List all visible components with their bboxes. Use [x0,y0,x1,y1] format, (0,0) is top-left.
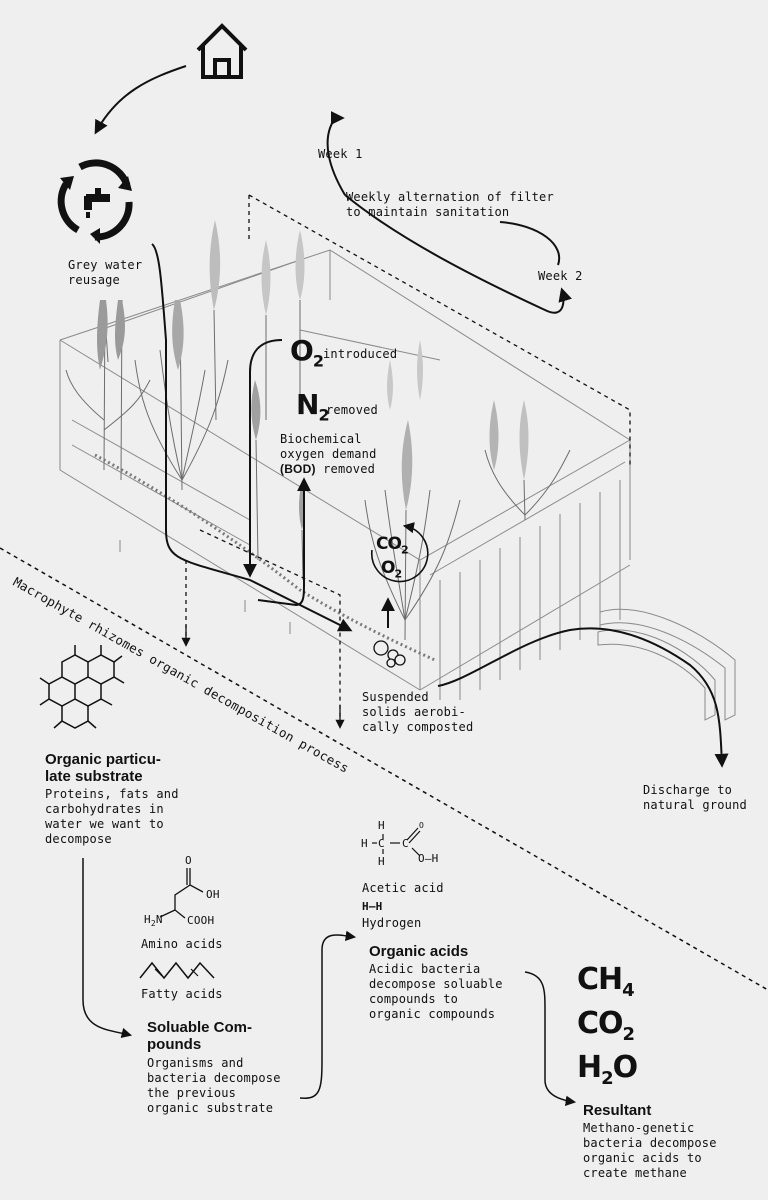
acids-to-resultant-arrow [524,971,577,1107]
acetic-h-bottom: H [378,855,385,868]
substrate-title: Organic particu- late substrate [45,751,161,785]
amino-cooh-label: COOH [187,914,215,927]
n2-symbol: N2 [296,388,330,425]
acetic-c2: C [402,837,409,850]
soluble-title: Soluable Com- pounds [147,1019,253,1053]
recycle-tap-icon [57,159,133,244]
h2o-formula: H2O [577,1050,638,1089]
n2-removed-label: removed [326,403,378,417]
o2-small-symbol: O2 [381,558,402,581]
week1-label: Week 1 [318,147,363,161]
amino-oh-label: OH [206,888,220,901]
acetic-h-left: H [361,837,368,850]
o2-introduced-label: introduced [323,347,398,361]
acetic-o-top: O [419,821,425,830]
acetic-acid-label: Acetic acid [362,881,444,895]
fatty-acid-double-bonds [154,968,199,977]
acetic-oh: O—H [418,852,439,865]
acetic-acid-bonds [372,827,421,857]
bod-label: Biochemical oxygen demand (BOD) removed [280,432,377,476]
co2-cycle-arrow [370,522,429,583]
o2-down-arrow [243,339,283,578]
acetic-c1: C [378,837,385,850]
week2-label: Week 2 [538,269,583,283]
fatty-acid-structure [139,961,215,980]
week1-return-arrow [326,111,346,196]
amino-h2n-label: H2N [144,913,163,929]
flow-path [151,243,353,632]
fatty-acids-label: Fatty acids [141,987,223,1001]
divider-line [0,547,768,991]
grey-water-label: Grey water reusage [68,258,143,287]
co2-symbol: CO2 [376,534,409,557]
wetland-tank-wireframe [59,249,736,721]
discharge-path [437,627,729,768]
discharge-label: Discharge to natural ground [643,783,747,812]
amino-acid-structure [159,868,204,919]
acids-description: Acidic bacteria decompose soluable compo… [369,962,503,1021]
hydrogen-label: Hydrogen [362,916,422,930]
suspended-solids-label: Suspended solids aerobi- cally composted [362,690,474,734]
acids-title: Organic acids [369,943,469,960]
hydrogen-formula: H—H [362,900,383,913]
o2-symbol: O2 [290,334,324,371]
soluble-description: Organisms and bacteria decompose the pre… [147,1056,281,1115]
substrate-to-soluble-arrow [82,858,133,1039]
amino-acids-label: Amino acids [141,937,223,951]
acetic-h-top: H [378,819,385,832]
amino-o-label: O [185,854,192,867]
house-icon [196,23,248,79]
suspended-solids-bubbles [373,640,406,668]
soluble-to-acids-arrow [299,930,357,1099]
plant-illustrations [65,220,571,662]
house-to-tap-arrow [94,65,187,135]
resultant-title: Resultant [583,1102,652,1119]
resultant-description: Methano-genetic bacteria decompose organ… [583,1121,717,1180]
week2-curve [499,221,561,266]
bod-up-arrow [257,477,311,607]
weekly-alternation-label: Weekly alternation of filter to maintain… [346,190,554,219]
co2-formula: CO2 [577,1006,635,1045]
ch4-formula: CH4 [577,962,635,1001]
week-loop [344,194,572,314]
hexagon-molecule-icon [39,645,125,729]
substrate-description: Proteins, fats and carbohydrates in wate… [45,787,179,846]
